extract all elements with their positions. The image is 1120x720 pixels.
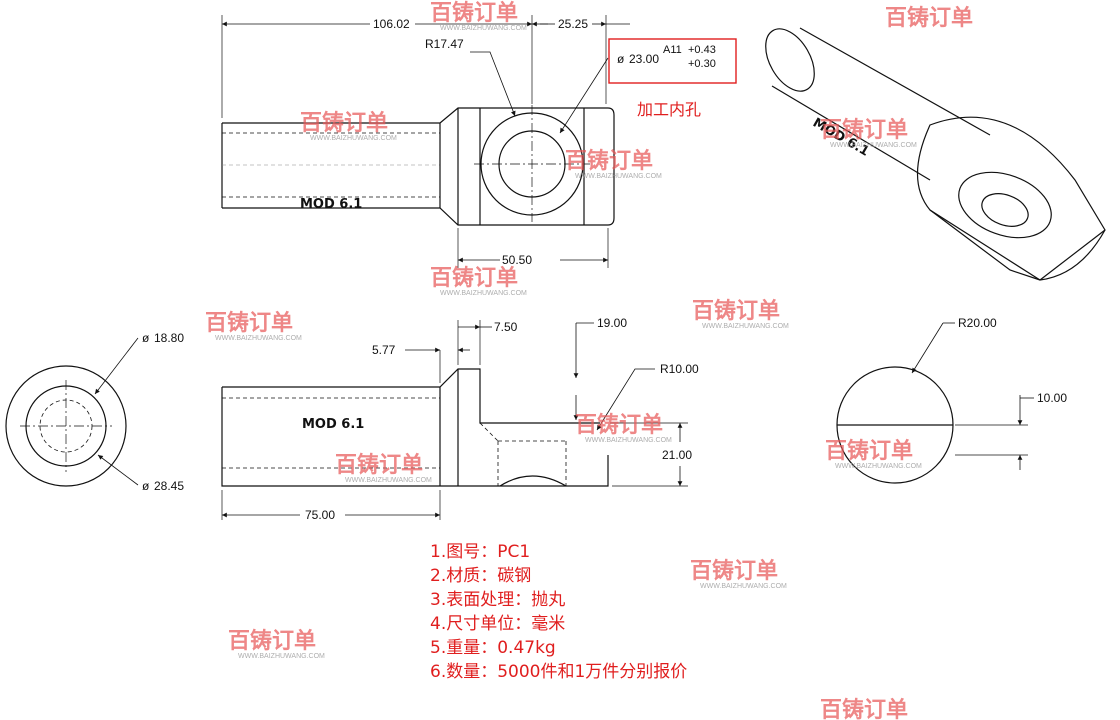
- watermark-text: 百铸订单: [825, 438, 913, 464]
- watermark-url: WWW.BAIZHUWANG.COM: [440, 290, 527, 297]
- note-item: 1.图号：PC1: [430, 542, 531, 562]
- notes-list: 1.图号：PC1 2.材质：碳钢 3.表面处理：抛丸 4.尺寸单位：毫米 5.重…: [430, 540, 687, 684]
- dim-19: 19.00: [597, 316, 627, 330]
- watermark-text: 百铸订单: [335, 452, 423, 478]
- dim-r10: R10.00: [660, 362, 699, 376]
- part-label-front: MOD 6.1: [302, 417, 364, 432]
- tol-phi-icon: ø: [617, 52, 625, 66]
- note-item: 2.材质：碳钢: [430, 566, 532, 586]
- dim-10: 10.00: [1037, 391, 1067, 405]
- watermark-text: 百铸订单: [565, 148, 653, 174]
- dim-21: 21.00: [662, 448, 692, 462]
- dim-50: 50.50: [502, 253, 532, 267]
- watermark-url: WWW.BAIZHUWANG.COM: [345, 477, 432, 484]
- watermark-url: WWW.BAIZHUWANG.COM: [238, 653, 325, 660]
- note-item: 3.表面处理：抛丸: [430, 590, 566, 610]
- watermark-url: WWW.BAIZHUWANG.COM: [700, 583, 787, 590]
- watermark-url: WWW.BAIZHUWANG.COM: [702, 323, 789, 330]
- dim-7: 7.50: [494, 320, 518, 334]
- tol-upper: +0.43: [688, 44, 716, 56]
- watermark-url: WWW.BAIZHUWANG.COM: [585, 437, 672, 444]
- dim-25: 25.25: [558, 17, 588, 31]
- dim-dia28: 28.45: [154, 479, 184, 493]
- watermark-text: 百铸订单: [430, 265, 518, 291]
- watermark-text: 百铸订单: [228, 628, 316, 654]
- dim-75: 75.00: [305, 508, 335, 522]
- tol-main: 23.00: [629, 52, 659, 66]
- watermark-text: 百铸订单: [690, 558, 778, 584]
- watermark-url: WWW.BAIZHUWANG.COM: [830, 142, 917, 149]
- watermark-text: 百铸订单: [885, 5, 973, 31]
- watermark-text: 百铸订单: [205, 310, 293, 336]
- dim-dia18: 18.80: [154, 331, 184, 345]
- dim-5: 5.77: [372, 343, 396, 357]
- note-item: 5.重量：0.47kg: [430, 638, 556, 658]
- watermark-text: 百铸订单: [575, 412, 663, 438]
- watermark-url: WWW.BAIZHUWANG.COM: [215, 335, 302, 342]
- watermark-url: WWW.BAIZHUWANG.COM: [575, 173, 662, 180]
- top-view: [221, 15, 737, 268]
- tol-fit: A11: [663, 44, 682, 56]
- isometric-view: [765, 27, 1106, 281]
- dim-r17: R17.47: [425, 37, 464, 51]
- note-item: 6.数量：5000件和1万件分别报价: [430, 662, 688, 682]
- dim-dia18-phi-icon: ø: [142, 331, 150, 345]
- watermark-text: 百铸订单: [692, 298, 780, 324]
- watermark-text: 百铸订单: [300, 110, 388, 136]
- dim-dia28-phi-icon: ø: [142, 479, 150, 493]
- note-item: 4.尺寸单位：毫米: [430, 614, 566, 634]
- callout-label: 加工内孔: [637, 100, 701, 119]
- dim-106: 106.02: [373, 17, 410, 31]
- watermark-text: 百铸订单: [430, 0, 518, 26]
- dim-r20: R20.00: [958, 316, 997, 330]
- part-label-top: MOD 6.1: [300, 197, 362, 212]
- section-view: [836, 322, 1034, 484]
- watermark-url: WWW.BAIZHUWANG.COM: [440, 25, 527, 32]
- front-view: [221, 320, 688, 520]
- watermark-text: 百铸订单: [820, 697, 908, 720]
- watermark-url: WWW.BAIZHUWANG.COM: [835, 463, 922, 470]
- tol-lower: +0.30: [688, 58, 716, 70]
- end-view: [5, 337, 139, 487]
- watermark-url: WWW.BAIZHUWANG.COM: [310, 135, 397, 142]
- watermark-text: 百铸订单: [820, 117, 908, 143]
